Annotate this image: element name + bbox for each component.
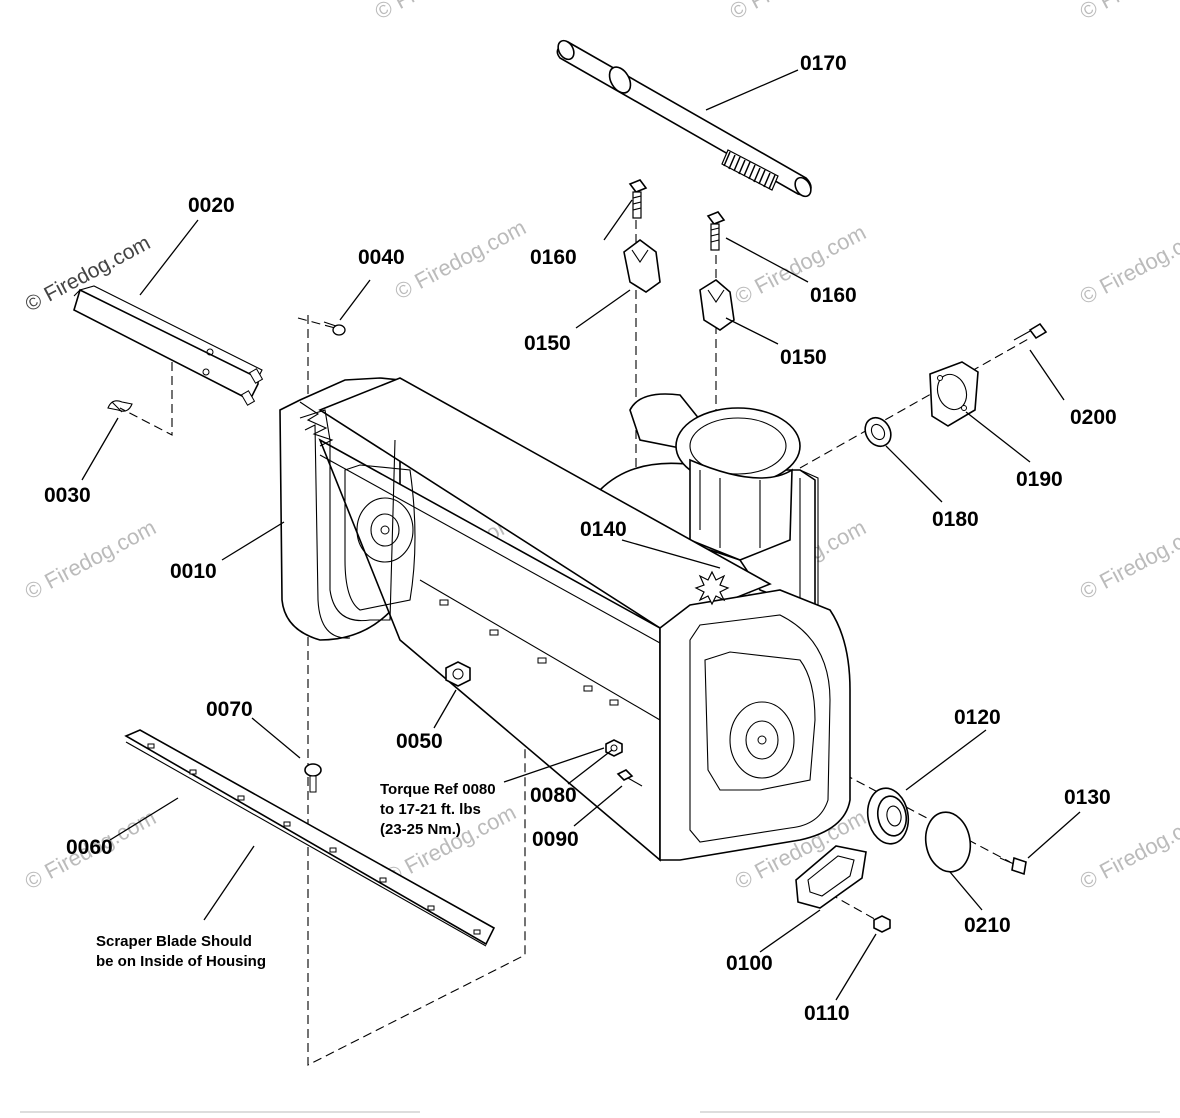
part-0020-bar xyxy=(73,285,264,406)
part-0210-plate xyxy=(924,811,972,873)
watermark-text: © Firedog.com xyxy=(21,514,160,604)
part-0170-rod xyxy=(556,39,812,198)
label-0040: 0040 xyxy=(358,246,405,269)
watermark-text: © Firedog.com xyxy=(1076,514,1180,604)
label-0210: 0210 xyxy=(964,914,1011,937)
watermark-text: © Firedog.com xyxy=(371,0,510,24)
label-0150-b: 0150 xyxy=(780,346,827,369)
part-0150-bracket-b xyxy=(699,279,735,331)
label-0050: 0050 xyxy=(396,730,443,753)
label-0160-b: 0160 xyxy=(810,284,857,307)
watermark-text: © Firedog.com xyxy=(1076,0,1180,24)
part-0160-bolt-a xyxy=(628,179,648,219)
brush-bristles xyxy=(721,149,779,191)
label-0140: 0140 xyxy=(580,518,627,541)
watermark-text: © Firedog.com xyxy=(1076,804,1180,894)
label-0070: 0070 xyxy=(206,698,253,721)
part-0040-bolt xyxy=(323,321,346,336)
label-0190: 0190 xyxy=(1016,468,1063,491)
part-0180-bearing xyxy=(864,416,892,448)
label-0110: 0110 xyxy=(804,1002,850,1025)
label-0060: 0060 xyxy=(66,836,113,859)
part-0010-housing xyxy=(279,377,851,862)
label-0150-a: 0150 xyxy=(524,332,571,355)
torque-note-line-1: Torque Ref 0080 xyxy=(380,781,496,798)
label-0130: 0130 xyxy=(1064,786,1111,809)
label-0080: 0080 xyxy=(530,784,577,807)
label-0200: 0200 xyxy=(1070,406,1117,429)
part-0110-nut xyxy=(873,915,891,933)
part-0150-bracket-a xyxy=(623,239,661,293)
part-0160-bolt-b xyxy=(706,211,726,251)
watermark-text: © Firedog.com xyxy=(1076,219,1180,309)
watermark-text: © Firedog.com xyxy=(391,214,530,304)
label-0160-a: 0160 xyxy=(530,246,577,269)
label-0010: 0010 xyxy=(170,560,217,583)
part-0100-skid-shoe xyxy=(795,845,867,909)
part-0130-bolt xyxy=(999,856,1027,876)
label-0100: 0100 xyxy=(726,952,773,975)
label-0180: 0180 xyxy=(932,508,979,531)
label-0170: 0170 xyxy=(800,52,847,75)
part-0030-clip xyxy=(107,400,133,413)
part-0140-chute xyxy=(598,393,819,612)
part-0070-carriage-bolt xyxy=(304,763,322,793)
watermark-text: © Firedog.com xyxy=(726,0,865,24)
label-0120: 0120 xyxy=(954,706,1001,729)
part-0090-bolt xyxy=(616,769,643,787)
part-0050-nut xyxy=(445,661,471,687)
part-labels: 0170 0020 0040 0160 0160 0150 0150 0200 … xyxy=(44,52,1117,1025)
part-0060-scraper-blade xyxy=(124,729,496,947)
scraper-note-line-2: be on Inside of Housing xyxy=(96,953,266,970)
scraper-note-line-1: Scraper Blade Should xyxy=(96,933,252,950)
torque-note-line-3: (23-25 Nm.) xyxy=(380,821,461,838)
label-0020: 0020 xyxy=(188,194,235,217)
torque-note: Torque Ref 0080 to 17-21 ft. lbs (23-25 … xyxy=(380,781,496,838)
label-0030: 0030 xyxy=(44,484,91,507)
label-0090: 0090 xyxy=(532,828,579,851)
torque-note-line-2: to 17-21 ft. lbs xyxy=(380,801,481,818)
part-0190-flange xyxy=(929,361,979,427)
leader-lines xyxy=(81,69,1081,1001)
scraper-note: Scraper Blade Should be on Inside of Hou… xyxy=(96,933,266,970)
part-0200-bolt xyxy=(1013,322,1048,341)
part-0120-bearing-flange xyxy=(866,787,910,845)
